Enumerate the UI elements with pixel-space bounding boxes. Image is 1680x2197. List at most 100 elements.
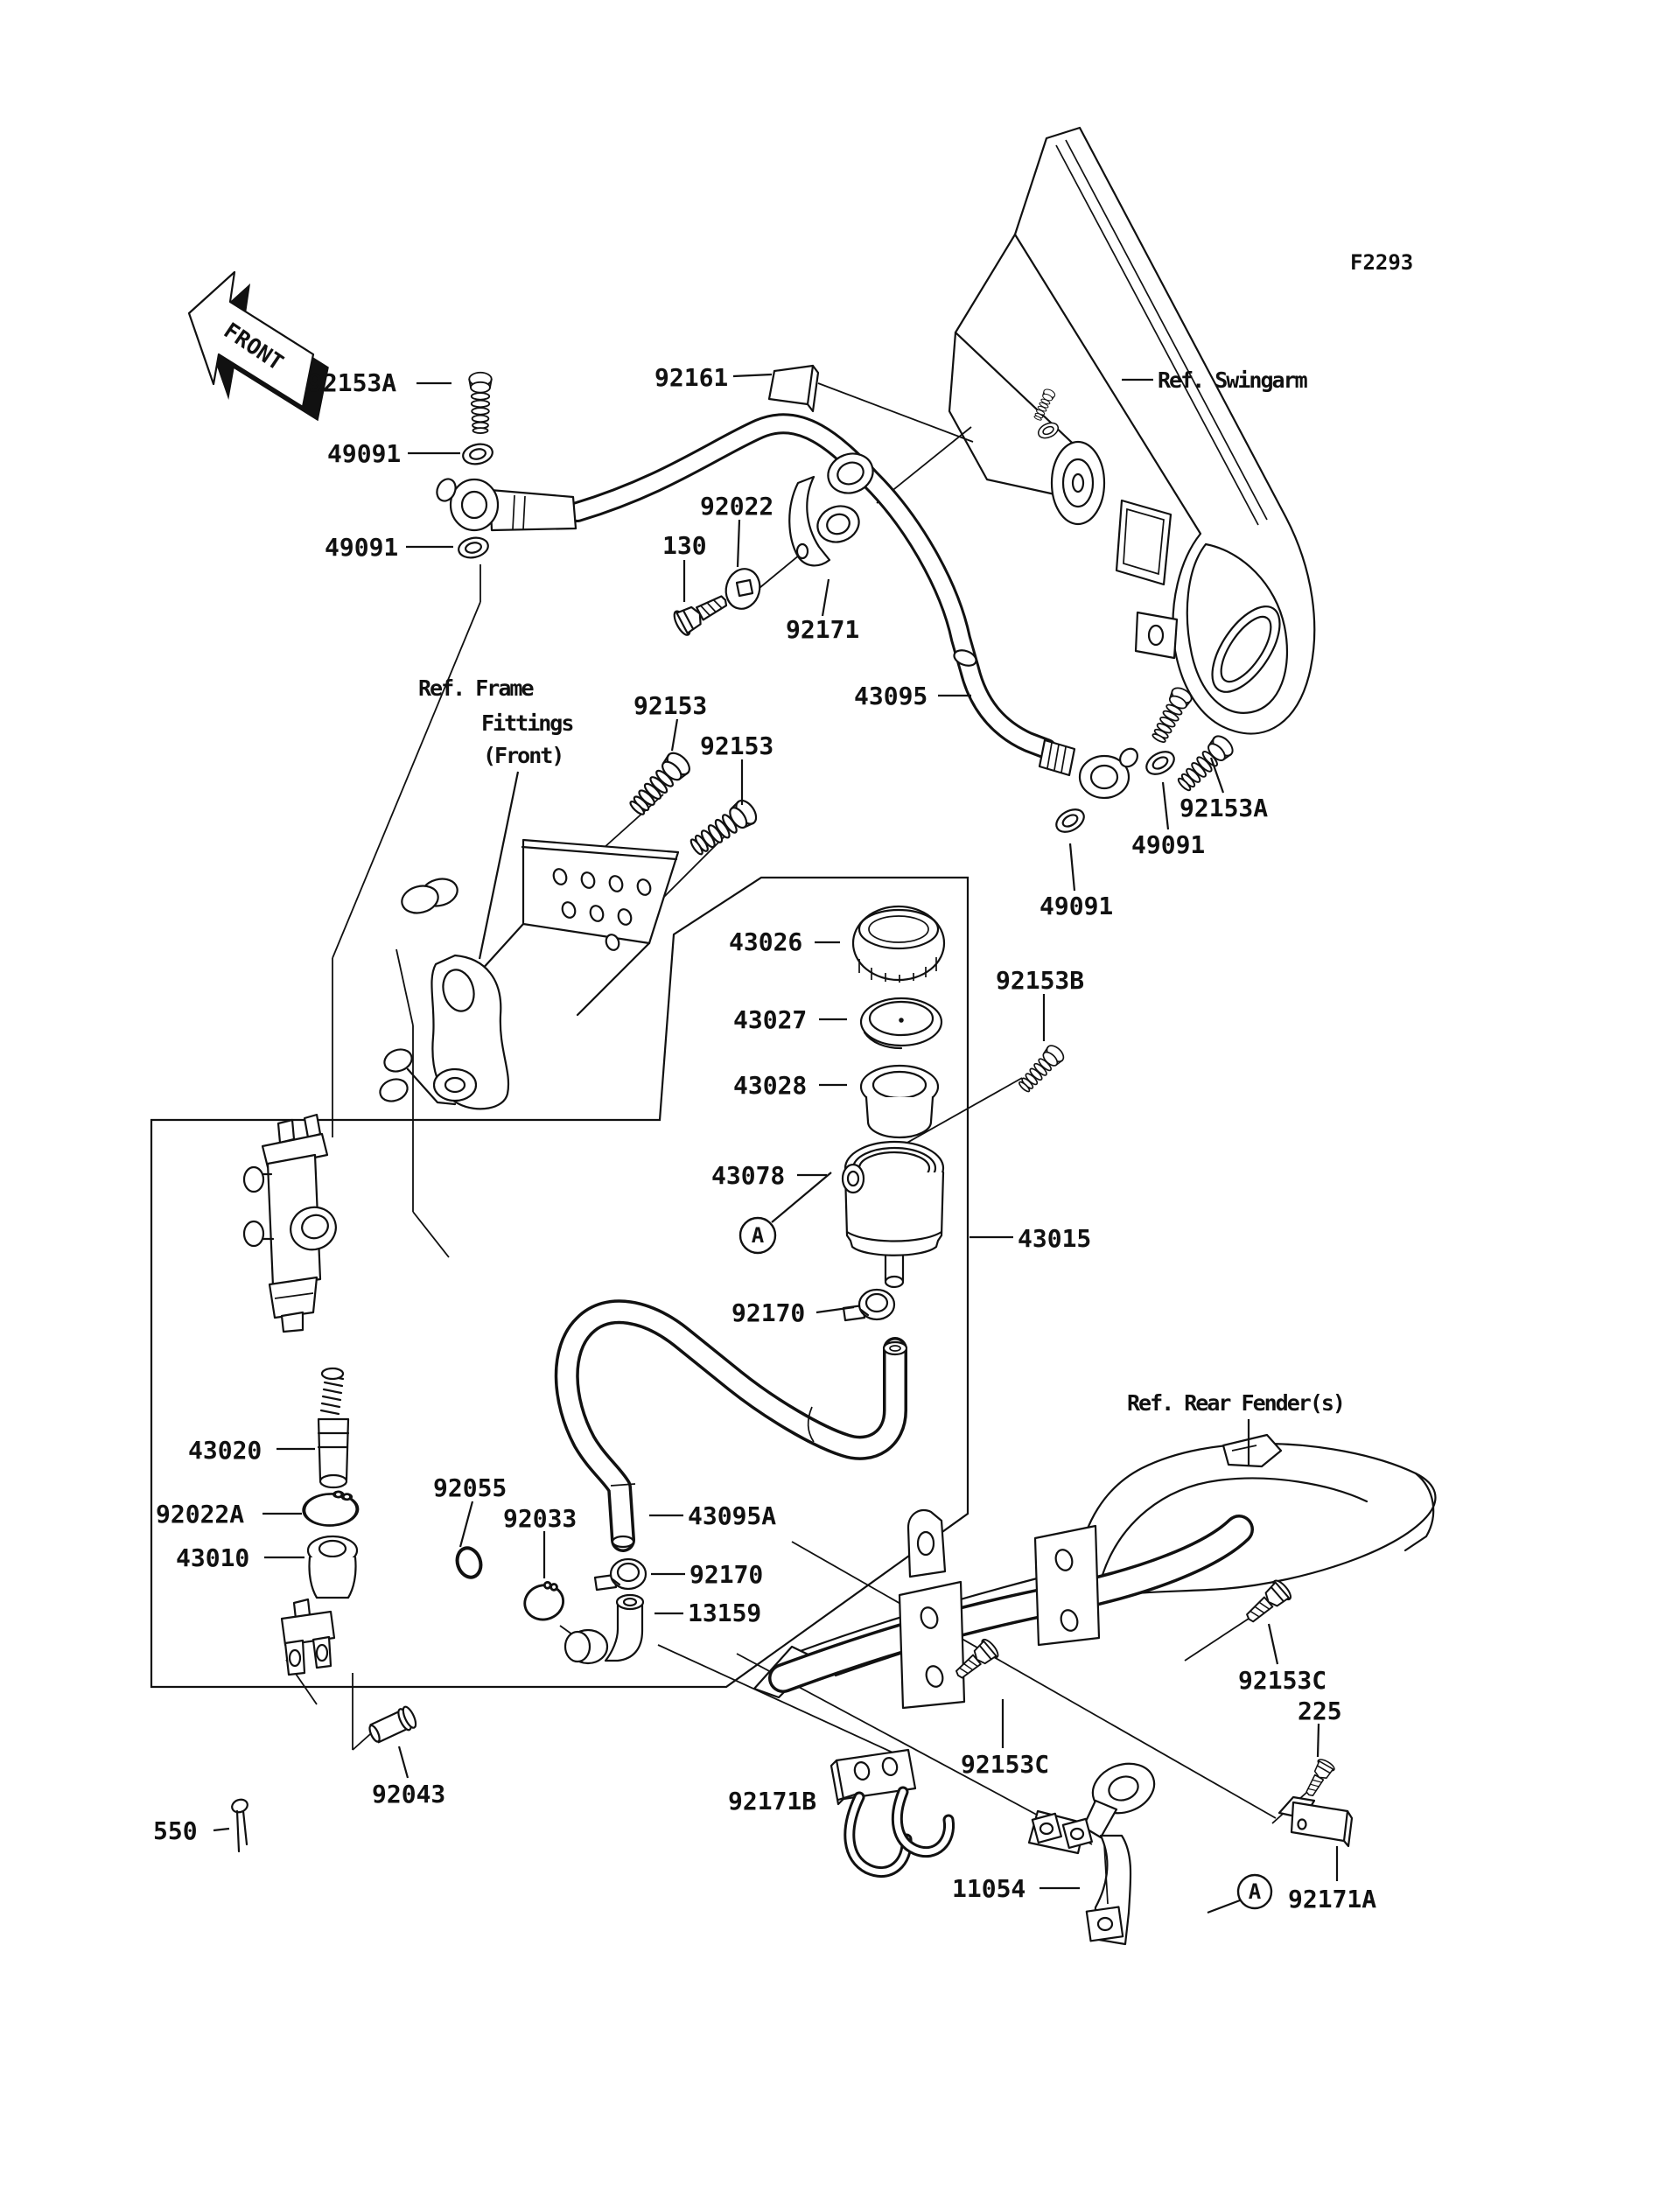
part-label-43010: 43010 bbox=[176, 1543, 249, 1572]
leader-92153C-1 bbox=[1267, 1623, 1279, 1665]
washer-49091-4 bbox=[1051, 803, 1089, 838]
reservoir-hose-43095A-drawing bbox=[554, 1299, 908, 1552]
part-label-43095A: 43095A bbox=[688, 1501, 776, 1530]
part-label-43020: 43020 bbox=[188, 1436, 262, 1465]
rear-fender-brace-drawing bbox=[752, 1433, 1437, 1710]
part-label-92153C-1: 92153C bbox=[1238, 1666, 1326, 1695]
bracket-11054 bbox=[1027, 1762, 1156, 1946]
master-cylinder-drawing bbox=[242, 1113, 337, 1333]
part-label-49091-2: 49091 bbox=[325, 533, 398, 562]
clevis-drawing bbox=[280, 1598, 336, 1676]
washer-92022 bbox=[724, 568, 761, 610]
leader-A-2 bbox=[1207, 1899, 1241, 1914]
frame-fitting-bracket-drawing bbox=[379, 838, 680, 1110]
clamp-92171 bbox=[788, 452, 874, 567]
axis-line bbox=[759, 554, 801, 589]
outline-box-43015 bbox=[150, 876, 970, 1689]
diaphragm-plate-43027 bbox=[859, 997, 943, 1050]
leader-lines bbox=[213, 373, 1339, 1890]
part-label-ref-frame-3: (Front) bbox=[483, 743, 563, 768]
part-label-92153C-2: 92153C bbox=[961, 1750, 1049, 1779]
bolt-92153-2 bbox=[685, 795, 761, 861]
washer-49091-3 bbox=[1141, 745, 1180, 780]
part-label-49091-3: 49091 bbox=[1131, 830, 1205, 859]
axis-line bbox=[1184, 1616, 1252, 1662]
reservoir-cap-43026 bbox=[851, 905, 946, 983]
part-label-92171: 92171 bbox=[786, 615, 859, 644]
callout-circles: AA bbox=[738, 1172, 1273, 1914]
part-label-43027: 43027 bbox=[733, 1005, 807, 1034]
part-label-550: 550 bbox=[153, 1816, 198, 1845]
leader-92022 bbox=[736, 519, 741, 568]
leader-49091-3 bbox=[1161, 781, 1170, 830]
snapring-92022A bbox=[298, 1488, 362, 1530]
callout-text-A-1: A bbox=[752, 1223, 765, 1248]
clamp-92170-1 bbox=[842, 1288, 896, 1322]
leader-49091-4 bbox=[1068, 843, 1076, 892]
axis-line bbox=[332, 601, 481, 959]
leader-A-1 bbox=[771, 1172, 832, 1223]
leader-92153-1 bbox=[670, 718, 679, 752]
part-label-92153-1: 92153 bbox=[634, 691, 707, 720]
part-label-92153A-2: 92153A bbox=[1180, 794, 1268, 822]
bolt-92153A-2 bbox=[1172, 731, 1237, 796]
callout-circle-A-1 bbox=[738, 1216, 777, 1255]
damper-pad-92161 bbox=[767, 364, 820, 413]
cotter-pin-550 bbox=[231, 1798, 248, 1853]
boot-43010 bbox=[306, 1535, 359, 1599]
part-label-49091-1: 49091 bbox=[327, 439, 401, 468]
part-label-43015: 43015 bbox=[1018, 1224, 1091, 1253]
bolt-130 bbox=[670, 587, 733, 639]
piston-43020 bbox=[317, 1367, 350, 1489]
part-label-92170-1: 92170 bbox=[732, 1298, 805, 1327]
part-label-13159: 13159 bbox=[688, 1599, 761, 1627]
clamp-92171B bbox=[830, 1748, 956, 1879]
part-label-92170-2: 92170 bbox=[690, 1560, 763, 1589]
figure-code: F2293 bbox=[1350, 250, 1413, 275]
part-label-11054: 11054 bbox=[952, 1874, 1026, 1903]
banjo-bolt-92153A-1 bbox=[468, 371, 493, 434]
leader-225 bbox=[1316, 1723, 1320, 1758]
part-label-43078: 43078 bbox=[711, 1161, 785, 1190]
washer-49091-1 bbox=[459, 440, 496, 468]
leader-92170-1 bbox=[816, 1305, 855, 1314]
part-label-92153A-1: 92153A bbox=[308, 368, 396, 397]
clevis-pin-92043 bbox=[368, 1705, 417, 1744]
washer-49091-2 bbox=[455, 534, 492, 562]
bolt-92153-1 bbox=[624, 748, 695, 821]
leader-92153A-2 bbox=[1209, 757, 1225, 794]
part-label-92153B: 92153B bbox=[996, 966, 1084, 995]
part-label-92043: 92043 bbox=[372, 1780, 445, 1809]
part-label-ref-frame-1: Ref. Frame bbox=[418, 675, 534, 701]
axis-line bbox=[791, 1541, 1277, 1819]
leader-92161 bbox=[732, 373, 773, 378]
part-label-92022A: 92022A bbox=[156, 1500, 244, 1529]
leader-92171 bbox=[821, 578, 830, 617]
clamp-92170-2 bbox=[593, 1557, 648, 1592]
reservoir-43078 bbox=[841, 1140, 945, 1289]
leader-92043 bbox=[397, 1746, 410, 1779]
part-label-43095: 43095 bbox=[854, 682, 928, 710]
axis-line bbox=[817, 382, 974, 443]
brake-hose-43095-drawing bbox=[436, 413, 1138, 800]
part-label-92171B: 92171B bbox=[728, 1787, 816, 1816]
leader-ref-frame-3 bbox=[478, 771, 520, 960]
leader-550 bbox=[213, 1827, 230, 1832]
part-label-ref-swingarm: Ref. Swingarm bbox=[1158, 367, 1308, 393]
part-label-92153-2: 92153 bbox=[700, 731, 774, 760]
part-label-92033: 92033 bbox=[503, 1504, 577, 1533]
axis-line bbox=[396, 948, 414, 1026]
part-label-92022: 92022 bbox=[700, 492, 774, 521]
part-label-92171A: 92171A bbox=[1288, 1885, 1376, 1914]
part-label-92161: 92161 bbox=[654, 363, 728, 392]
part-label-92055: 92055 bbox=[433, 1473, 507, 1502]
part-label-49091-4: 49091 bbox=[1040, 892, 1113, 920]
part-label-43028: 43028 bbox=[733, 1071, 807, 1100]
bolt-92153B bbox=[1014, 1041, 1068, 1096]
part-label-225: 225 bbox=[1298, 1697, 1342, 1725]
part-label-43026: 43026 bbox=[729, 927, 802, 956]
callout-text-A-2: A bbox=[1249, 1879, 1262, 1904]
assembly-outline-43015 bbox=[150, 876, 970, 1689]
